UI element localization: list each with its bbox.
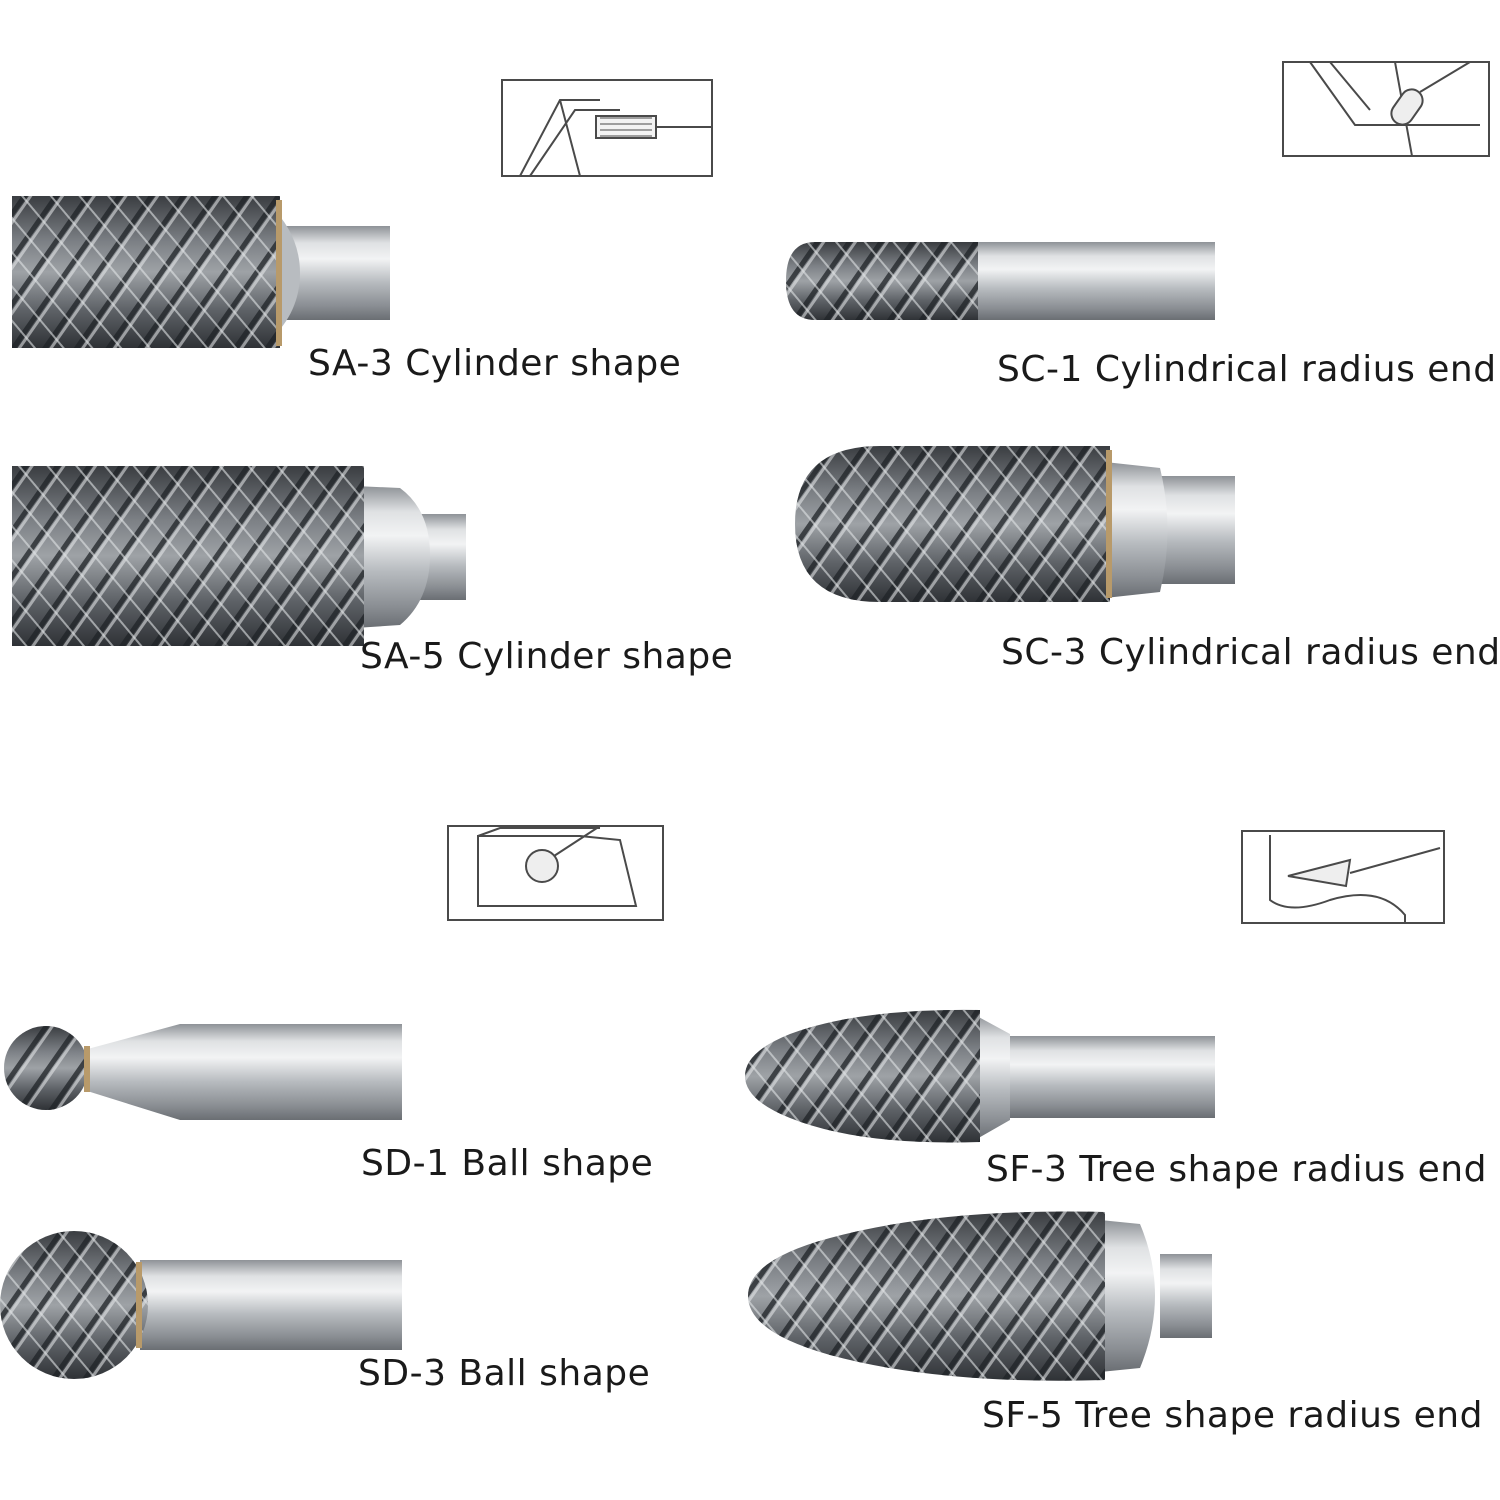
label-sd3: SD-3 Ball shape [358, 1353, 651, 1394]
sa3-burr-image [12, 196, 390, 348]
sc3-burr-image [795, 446, 1235, 602]
label-sf5: SF-5 Tree shape radius end [982, 1395, 1483, 1436]
label-sd1: SD-1 Ball shape [361, 1143, 654, 1184]
sd3-burr-image [0, 1231, 402, 1379]
cylinder-usage-sketch-icon [501, 79, 713, 177]
label-sc1: SC-1 Cylindrical radius end [997, 349, 1497, 390]
tree-usage-sketch-icon [1241, 830, 1445, 924]
label-sa3: SA-3 Cylinder shape [308, 343, 682, 384]
label-sf3: SF-3 Tree shape radius end [986, 1149, 1487, 1190]
sa5-burr-image [12, 466, 466, 646]
sc1-burr-image [786, 242, 1215, 320]
label-sc3: SC-3 Cylindrical radius end [1001, 632, 1500, 673]
label-sa5: SA-5 Cylinder shape [360, 636, 734, 677]
radius-end-usage-sketch-icon [1282, 61, 1490, 157]
sd1-burr-image [4, 1024, 402, 1120]
sf5-burr-image [748, 1211, 1212, 1381]
ball-usage-sketch-icon [447, 825, 664, 921]
sf3-burr-image [745, 1009, 1215, 1143]
